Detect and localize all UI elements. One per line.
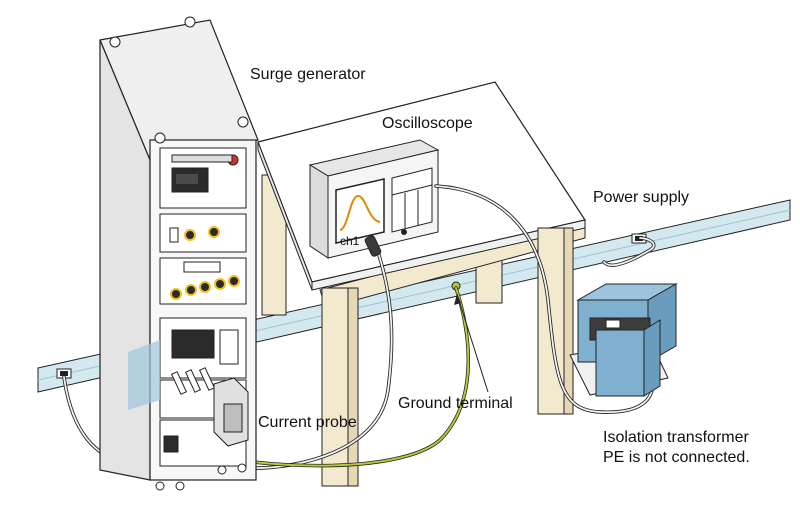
waveform <box>339 194 381 231</box>
side-panel-shade <box>128 340 160 410</box>
cables <box>62 184 656 470</box>
ground-terminal-pointer <box>456 293 489 393</box>
oscilloscope-icon <box>308 139 440 259</box>
power-supply-label: Power supply <box>593 189 690 206</box>
channel-label: ch1 <box>340 234 360 248</box>
current-probe-connector <box>364 235 382 257</box>
pe-note-label: PE is not connected. <box>603 449 750 466</box>
current-probe-label: Current probe <box>258 414 357 431</box>
oscilloscope-label: Oscilloscope <box>382 115 473 132</box>
surge-generator-label: Surge generator <box>250 66 366 83</box>
current-probe-icon <box>213 377 249 447</box>
isolation-transformer-icon <box>569 283 678 397</box>
isolation-transformer-label: Isolation transformer <box>603 429 749 446</box>
ground-terminal-label: Ground terminal <box>398 395 513 412</box>
